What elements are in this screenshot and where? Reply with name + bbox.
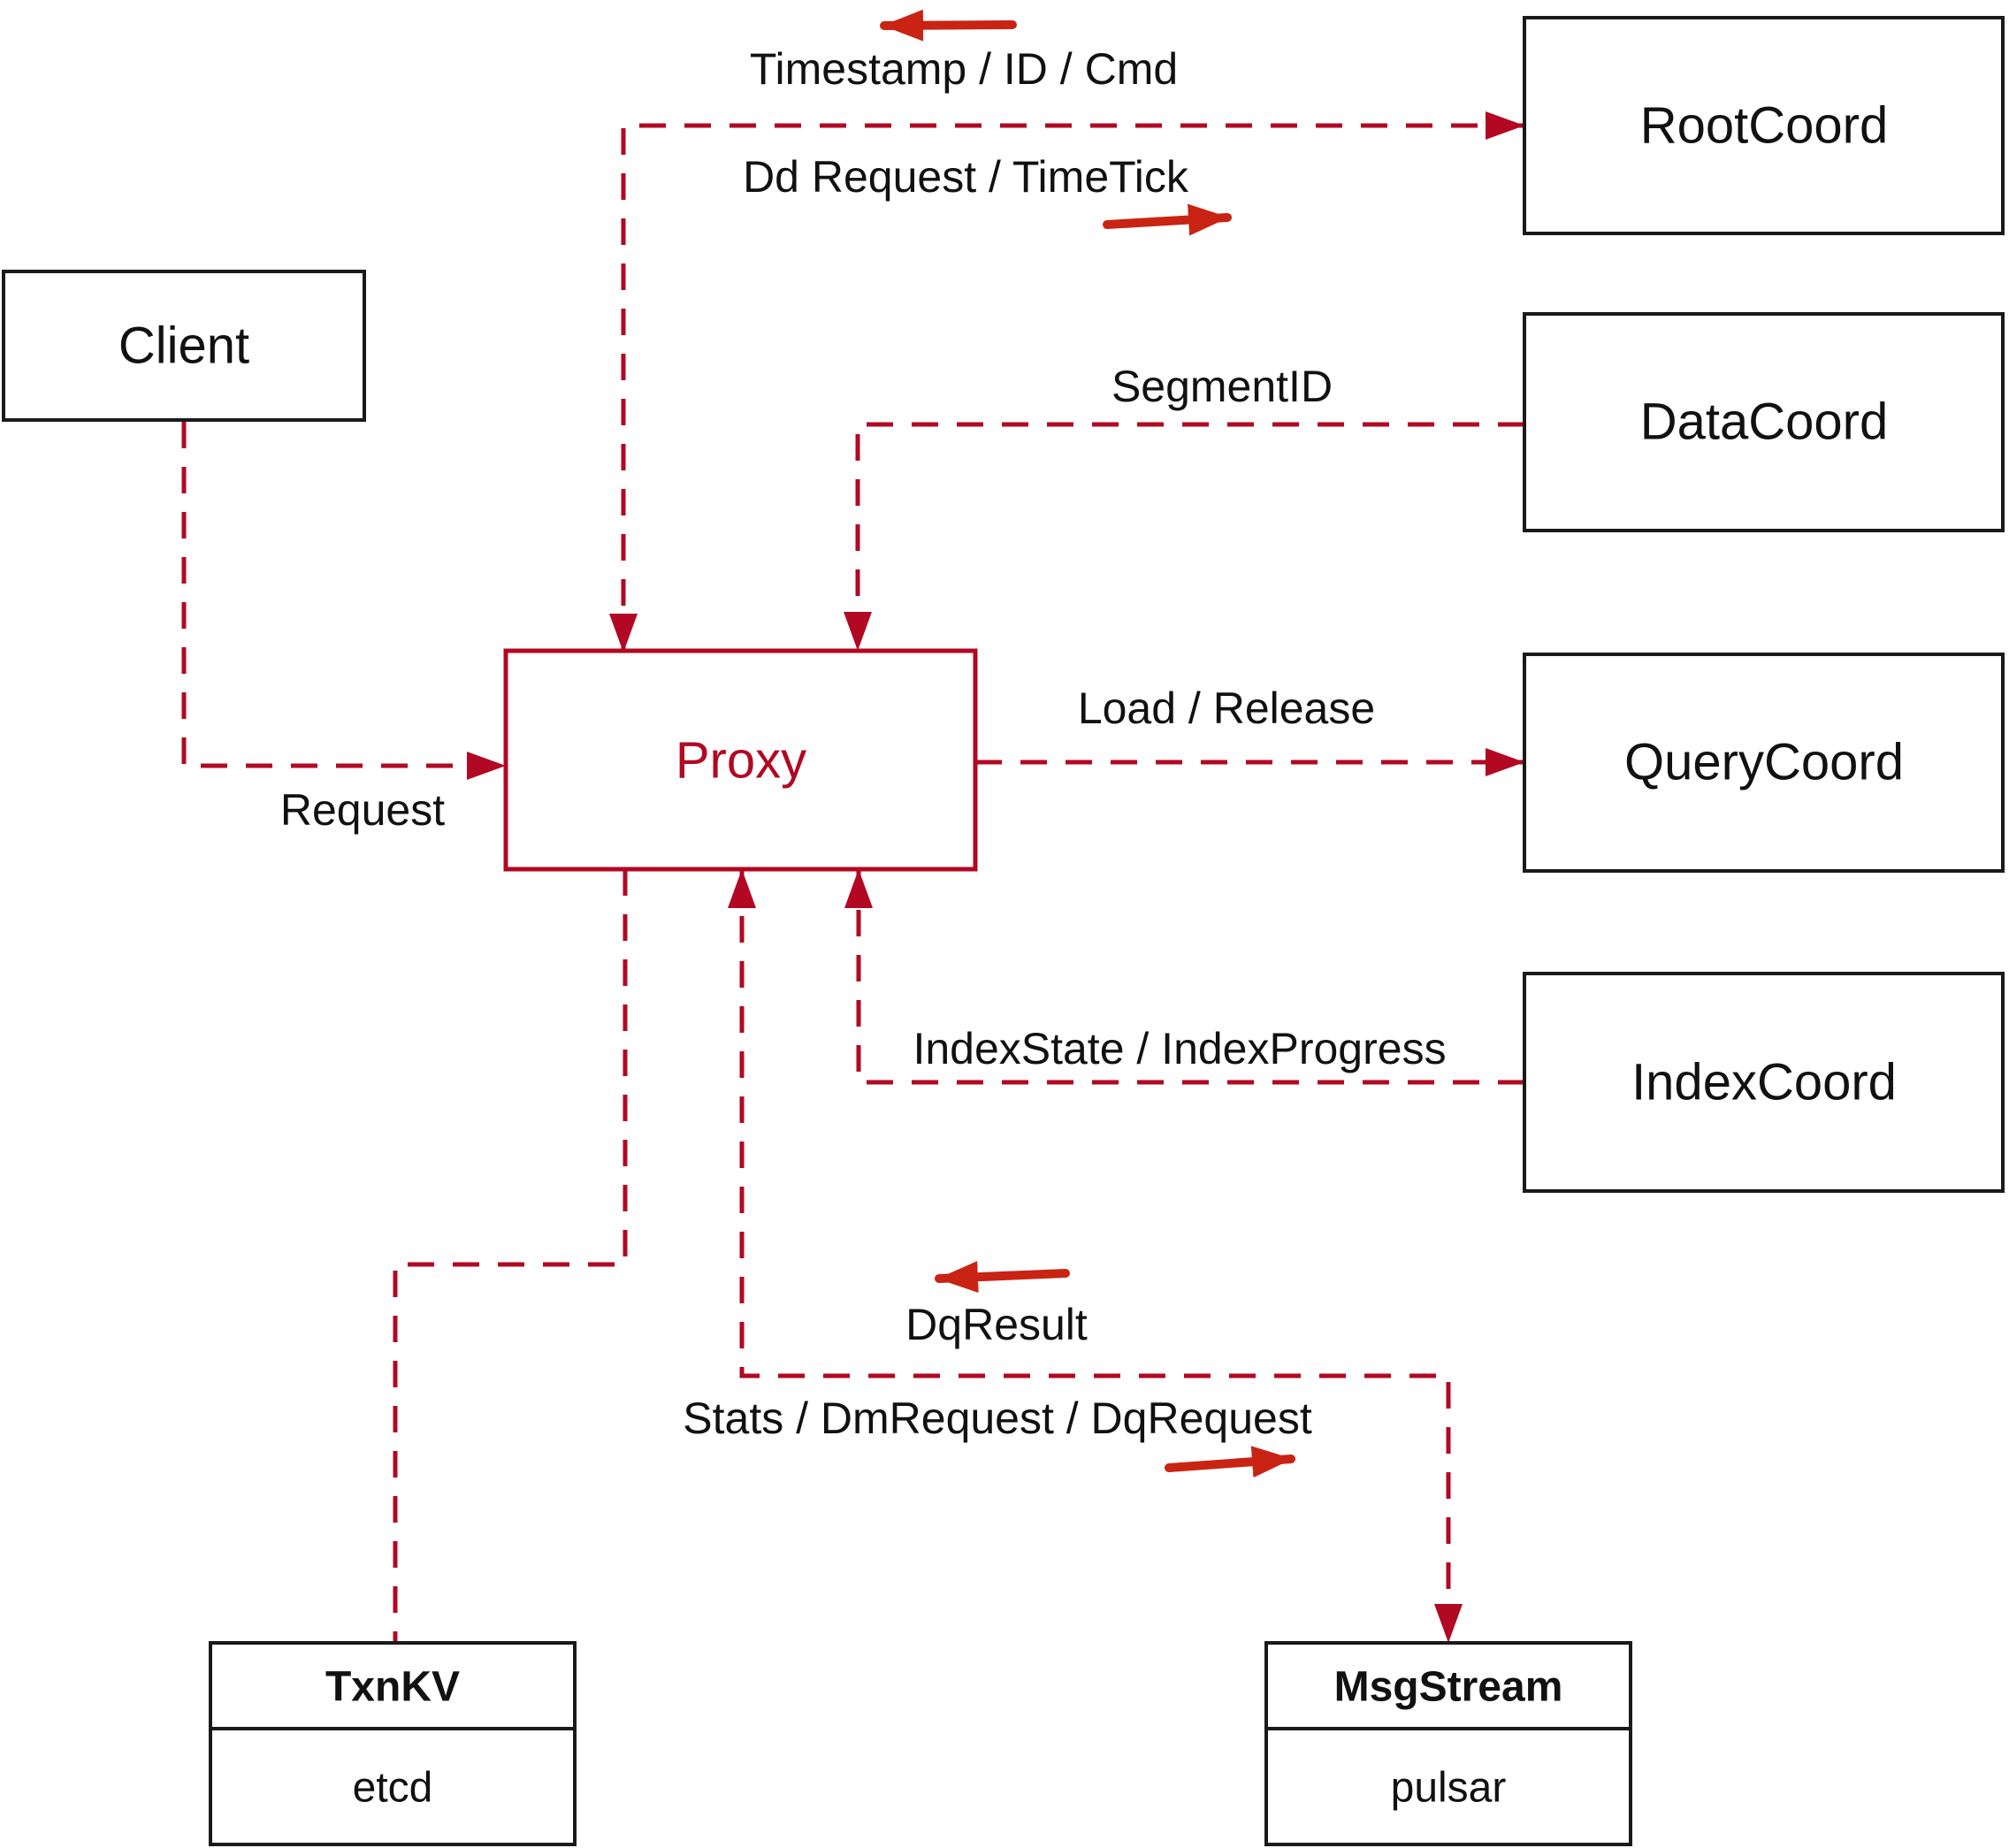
arrow-left-icon <box>880 9 1017 42</box>
indexcoord-label: IndexCoord <box>1631 1054 1897 1111</box>
edge-label-request: Request <box>280 785 445 835</box>
node-datacoord: DataCoord <box>1523 312 2005 532</box>
proxy-label: Proxy <box>676 732 806 790</box>
node-msgstream: MsgStream pulsar <box>1264 1641 1632 1846</box>
node-txnkv: TxnKV etcd <box>209 1641 577 1846</box>
proxy-box <box>503 648 978 872</box>
arrow-right-icon <box>1103 203 1232 236</box>
rootcoord-label: RootCoord <box>1640 97 1888 155</box>
msgstream-impl: pulsar <box>1391 1765 1507 1812</box>
edge-proxy-msgstream <box>728 869 1463 1643</box>
node-proxy: Proxy <box>503 648 978 872</box>
edge-label-load-release: Load / Release <box>1078 683 1375 733</box>
edge-label-dq-result: DqResult <box>905 1300 1088 1349</box>
txnkv-box <box>209 1641 577 1846</box>
edge-label-timestamp-id-cmd: Timestamp / ID / Cmd <box>750 44 1178 94</box>
indexcoord-box <box>1523 972 2005 1193</box>
msgstream-title: MsgStream <box>1334 1664 1563 1711</box>
arrow-right-icon <box>1165 1446 1295 1478</box>
txnkv-title: TxnKV <box>325 1664 460 1711</box>
txnkv-impl: etcd <box>353 1765 433 1812</box>
edge-label-dd-request-timetick: Dd Request / TimeTick <box>743 152 1189 202</box>
msgstream-box <box>1264 1641 1632 1846</box>
edge-label-segment-id: SegmentID <box>1111 362 1333 411</box>
node-querycoord: QueryCoord <box>1523 653 2005 873</box>
rootcoord-box <box>1523 16 2005 235</box>
edge-datacoord-segmentid <box>844 422 1524 651</box>
edge-client-request <box>181 422 506 780</box>
datacoord-box <box>1523 312 2005 532</box>
edge-label-stats-dm-dq: Stats / DmRequest / DqRequest <box>683 1394 1312 1443</box>
client-box <box>2 270 366 422</box>
datacoord-label: DataCoord <box>1640 393 1888 451</box>
edge-proxy-txnkv <box>393 869 628 1643</box>
node-rootcoord: RootCoord <box>1523 16 2005 235</box>
node-client: Client <box>2 270 366 422</box>
arrow-left-icon <box>935 1261 1070 1294</box>
querycoord-box <box>1523 653 2005 873</box>
edge-proxy-rootcoord-loop <box>609 111 1524 653</box>
edge-label-index-state: IndexState / IndexProgress <box>913 1024 1446 1073</box>
client-label: Client <box>118 317 249 375</box>
node-indexcoord: IndexCoord <box>1523 972 2005 1193</box>
querycoord-label: QueryCoord <box>1624 734 1904 791</box>
